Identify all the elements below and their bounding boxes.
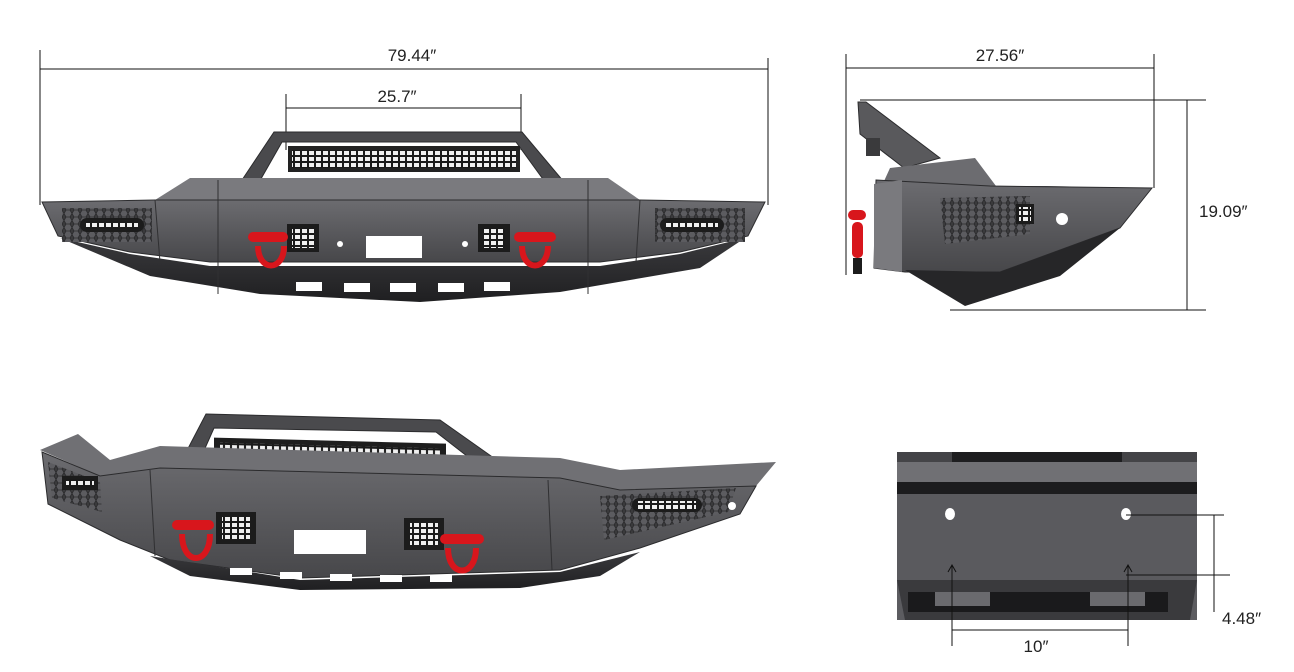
- right-shackle: [514, 232, 556, 269]
- perspective-right-shackle: [440, 534, 484, 574]
- front-bumper-body: [41, 131, 766, 302]
- side-depth-dimension: 27.56″: [845, 46, 1155, 275]
- side-height-dimension: 19.09″: [860, 99, 1248, 311]
- side-view: 27.56″ 19.09″: [845, 46, 1248, 311]
- light-bar-width-dimension: 25.7″: [285, 87, 522, 150]
- left-shackle: [248, 232, 288, 269]
- front-view: 79.44″ 25.7″: [39, 46, 769, 302]
- side-bumper-body: [848, 101, 1154, 306]
- mount-plate: [897, 452, 1197, 620]
- light-bar-width-label: 25.7″: [377, 87, 416, 106]
- mount-spacing-label: 10″: [1024, 637, 1049, 656]
- side-shackle: [848, 210, 866, 274]
- mount-detail-view: 4.48″ 10″: [897, 452, 1261, 656]
- side-height-label: 19.09″: [1199, 202, 1248, 221]
- side-depth-label: 27.56″: [976, 46, 1025, 65]
- mount-spacing-dimension: 10″: [947, 563, 1133, 656]
- overall-width-label: 79.44″: [388, 46, 437, 65]
- winch-opening: [366, 236, 422, 258]
- overall-width-dimension: 79.44″: [39, 46, 769, 205]
- mount-height-dimension: 4.48″: [1126, 514, 1261, 628]
- mount-height-label: 4.48″: [1222, 609, 1261, 628]
- perspective-bumper-body: [40, 413, 776, 590]
- perspective-left-shackle: [172, 520, 214, 561]
- perspective-view: [40, 413, 776, 590]
